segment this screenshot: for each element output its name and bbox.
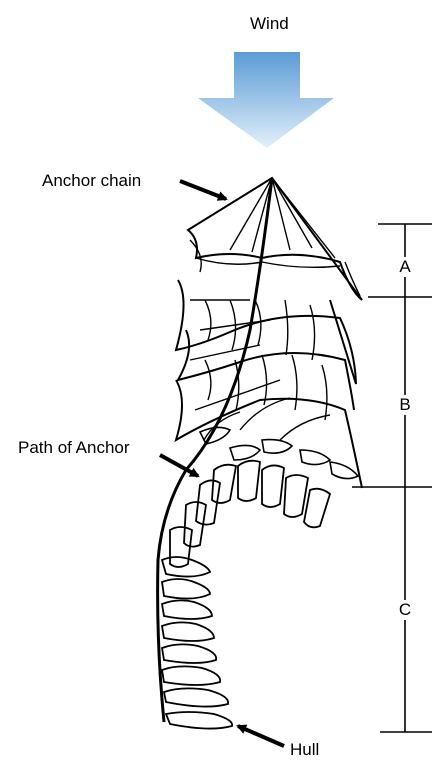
- hull-label: Hull: [290, 740, 319, 760]
- hull-drift-track: [158, 178, 362, 729]
- wind-arrow: [198, 52, 334, 148]
- anchor-chain-pointer: [180, 181, 226, 199]
- wind-label: Wind: [250, 14, 289, 34]
- path-of-anchor-pointer: [160, 455, 198, 476]
- segment-c-label: C: [393, 600, 417, 620]
- segment-scale: [352, 224, 432, 732]
- hull-pointer: [238, 726, 284, 746]
- section-c-silhouettes: [162, 461, 330, 729]
- path-of-anchor-label: Path of Anchor: [18, 438, 130, 458]
- segment-b-label: B: [393, 395, 417, 415]
- anchor-chain-label: Anchor chain: [42, 171, 141, 191]
- section-b-silhouettes: [176, 280, 362, 488]
- segment-a-label: A: [393, 257, 417, 277]
